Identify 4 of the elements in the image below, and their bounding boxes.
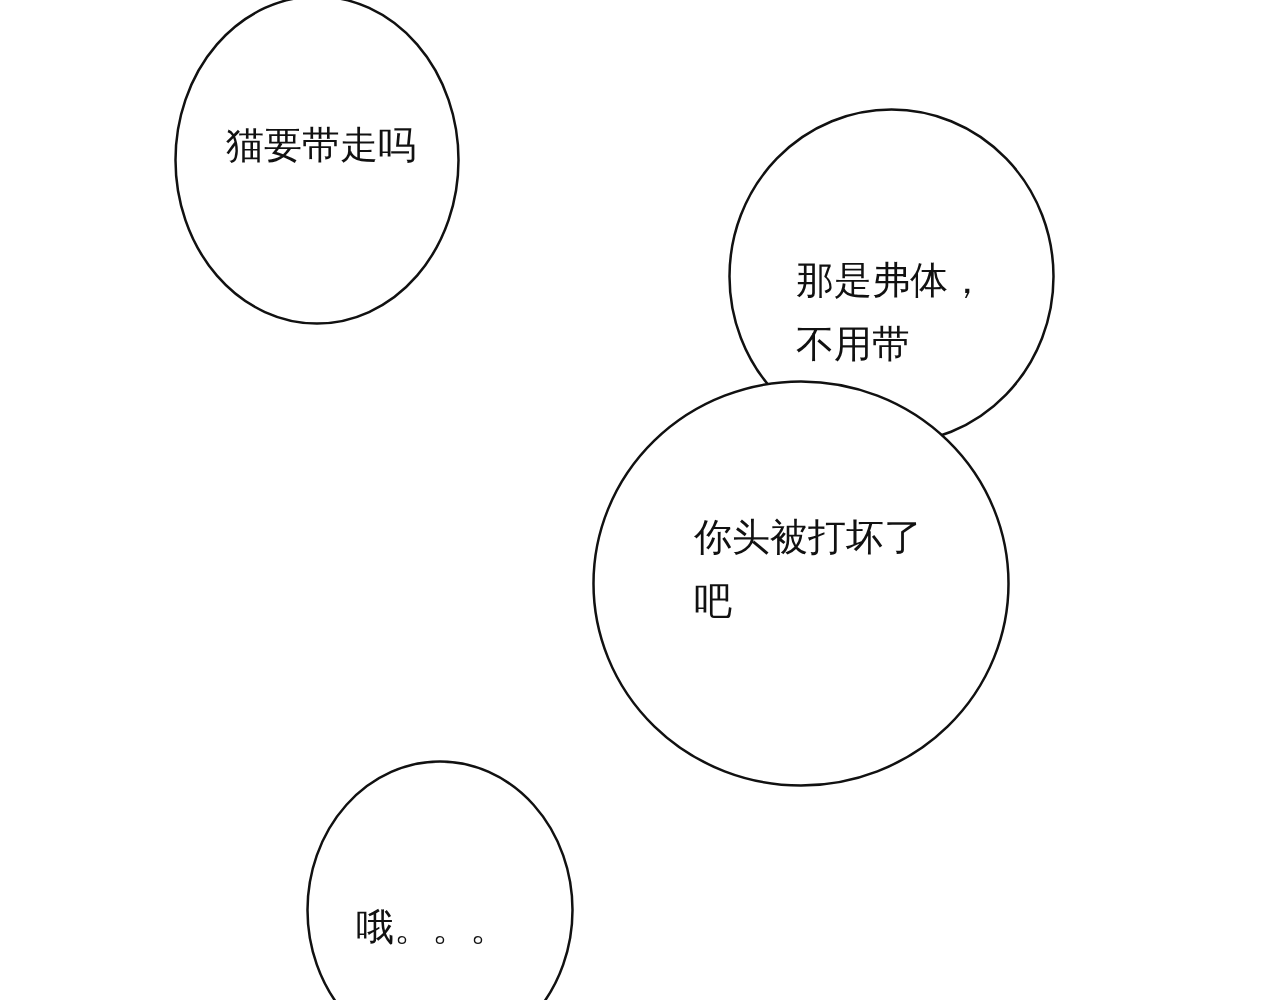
speech-text: 那是弗体，不用带 bbox=[796, 257, 987, 368]
speech-text: 猫要带走吗 bbox=[226, 122, 417, 169]
speech-text: 哦。。。 bbox=[356, 904, 509, 951]
speech-text: 你头被打坏了吧 bbox=[694, 514, 923, 625]
